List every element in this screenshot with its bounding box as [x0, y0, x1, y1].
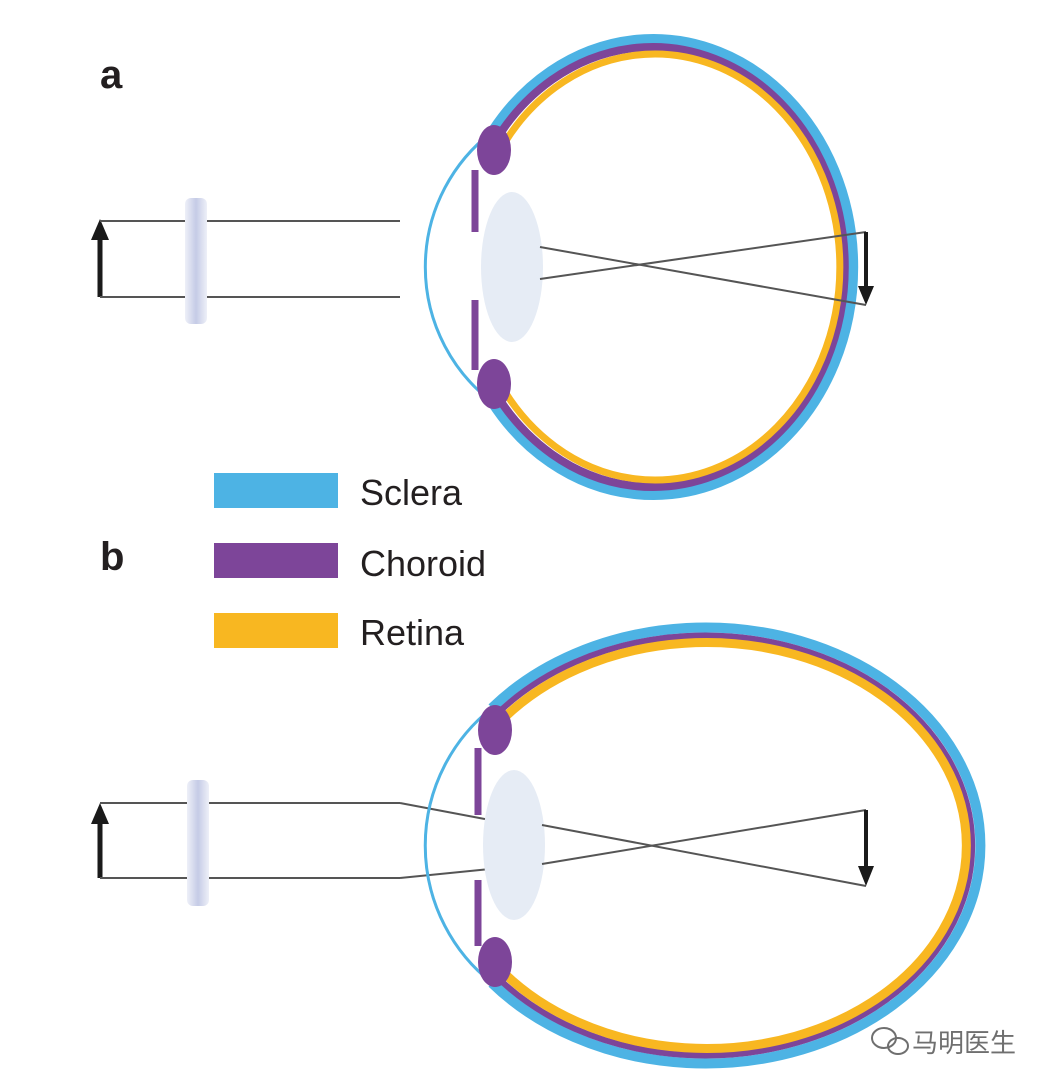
choroid-layer-b [493, 632, 976, 1059]
legend-label-sclera: Sclera [360, 472, 463, 513]
ciliary-body-upper-a [477, 125, 511, 175]
refracted-ray-bottom-a [539, 231, 867, 280]
ciliary-body-upper-b [478, 705, 512, 755]
corrective-lens-b [187, 780, 209, 906]
retina-layer-b [497, 638, 971, 1053]
wechat-icon [871, 1027, 909, 1055]
watermark-text: 马明医生 [912, 1029, 1016, 1059]
panel-a: a [91, 34, 874, 500]
legend-label-retina: Retina [360, 612, 465, 653]
panel-b: b [91, 535, 986, 1069]
crystalline-lens-b [483, 770, 545, 920]
object-arrow-head-a [91, 219, 109, 240]
diverging-ray-bottom-b [399, 868, 491, 879]
cornea-a [423, 130, 493, 404]
crystalline-lens-a [481, 192, 543, 342]
refracted-ray-bottom-b [541, 809, 867, 865]
choroid-layer-a [492, 43, 849, 491]
corrective-lens-a [185, 198, 207, 324]
legend-label-choroid: Choroid [360, 543, 486, 584]
ciliary-body-lower-b [478, 937, 512, 987]
panel-label-b: b [100, 535, 124, 579]
ciliary-body-lower-a [477, 359, 511, 409]
refracted-ray-top-a [539, 246, 867, 306]
legend-swatch-retina [214, 613, 338, 648]
retina-layer-a [498, 50, 844, 484]
object-arrow-head-b [91, 803, 109, 824]
legend: Sclera Choroid Retina [214, 472, 486, 653]
panel-label-a: a [100, 53, 123, 97]
refracted-ray-top-b [541, 824, 867, 887]
sclera-layer-b [488, 622, 986, 1069]
sclera-layer-a [487, 34, 859, 500]
watermark: 马明医生 [871, 1027, 1016, 1059]
diverging-ray-top-b [399, 802, 491, 821]
image-arrow-head-b [858, 866, 874, 886]
image-arrow-head-a [858, 286, 874, 305]
legend-swatch-sclera [214, 473, 338, 508]
cornea-b [423, 706, 493, 985]
legend-swatch-choroid [214, 543, 338, 578]
